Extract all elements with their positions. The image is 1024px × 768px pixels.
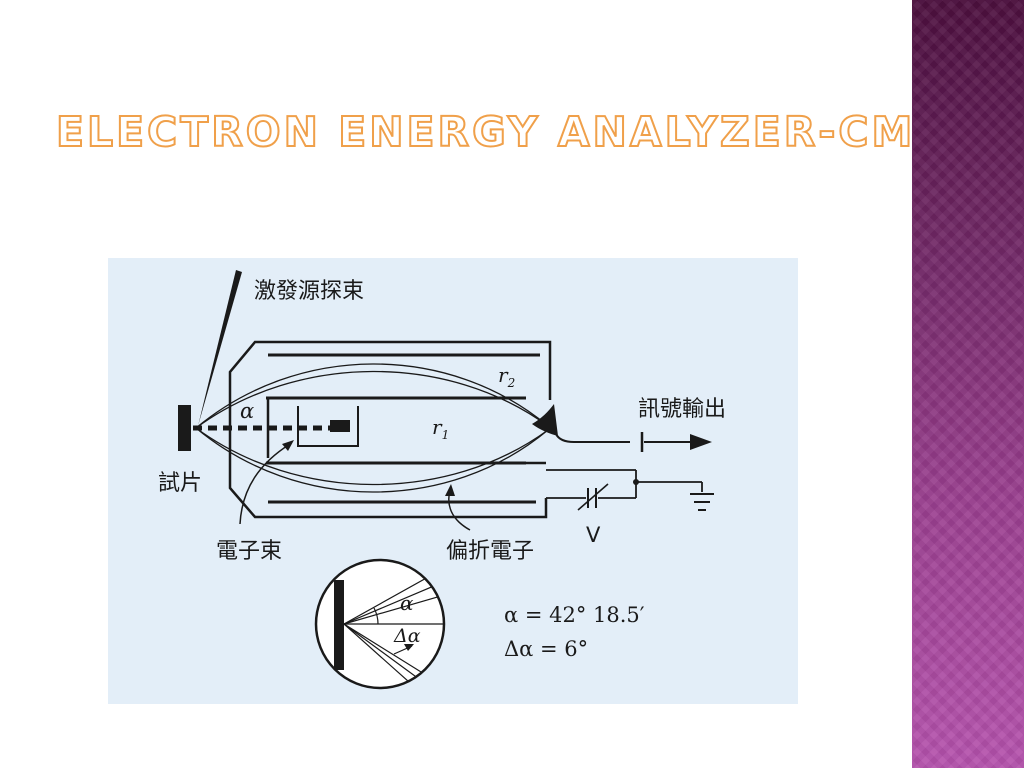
- symbol-r1: r1: [432, 415, 449, 442]
- trajectory-upper-outer: [195, 363, 549, 429]
- slide-title: Electron Energy Analyzer-CMA: [55, 107, 950, 157]
- label-sample: 試片: [158, 471, 202, 496]
- symbol-alpha: α: [240, 399, 254, 423]
- symbol-r2: r2: [498, 363, 515, 390]
- inset-symbol-delta-alpha: Δα: [393, 625, 421, 647]
- electron-beam-pointer-head: [282, 440, 294, 451]
- label-probe: 激發源探束: [254, 279, 364, 304]
- label-deflected-electrons: 偏折電子: [446, 539, 534, 564]
- electron-gun: [330, 420, 350, 432]
- signal-lead: [555, 433, 630, 443]
- cma-diagram: 激發源探束 試片 訊號輸出: [108, 258, 798, 704]
- signal-arrow-head: [690, 434, 712, 450]
- probe-beam: [198, 270, 242, 426]
- electron-beam-pointer: [239, 443, 291, 525]
- detector: [532, 404, 558, 436]
- decorative-sidebar: [912, 0, 1024, 768]
- label-electron-beam: 電子束: [216, 539, 282, 564]
- label-signal-output: 訊號輸出: [638, 397, 726, 422]
- label-voltage: V: [586, 523, 601, 547]
- capacitor-adjust-arrow: [577, 483, 609, 511]
- formula-alpha: α = 42° 18.5′: [504, 603, 645, 627]
- sample: [178, 405, 191, 451]
- formula-delta-alpha: Δα = 6°: [504, 637, 588, 661]
- trajectory-upper-inner: [195, 370, 549, 429]
- trajectory-lower-inner: [195, 427, 549, 486]
- trajectory-lower-outer: [195, 427, 549, 493]
- deflected-electrons-pointer-head: [445, 484, 455, 496]
- inset-symbol-alpha: α: [400, 591, 414, 615]
